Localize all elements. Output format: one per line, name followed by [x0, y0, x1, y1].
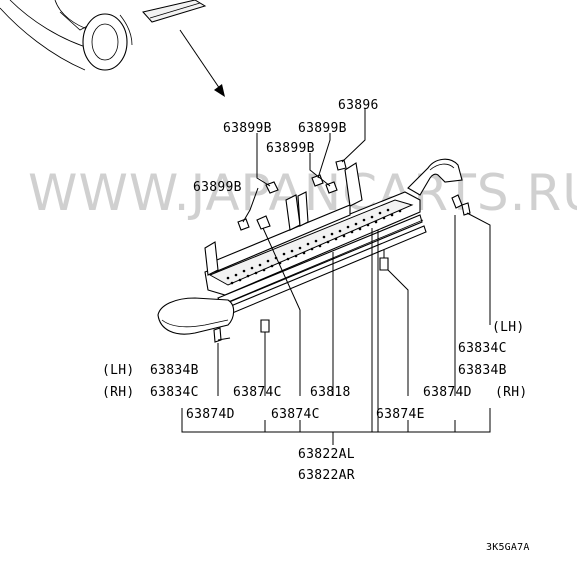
- label-lh-right: (LH): [492, 320, 525, 335]
- label-63874c-a: 63874C: [233, 385, 282, 400]
- label-63899b-d: 63899B: [193, 180, 242, 195]
- label-63874d-right: 63874D: [423, 385, 472, 400]
- label-63822ar: 63822AR: [298, 468, 355, 483]
- label-rh-right: (RH): [495, 385, 528, 400]
- label-63899b-a: 63899B: [223, 121, 272, 136]
- label-63874c-b: 63874C: [271, 407, 320, 422]
- label-63822al: 63822AL: [298, 447, 355, 462]
- label-63874d-left: 63874D: [186, 407, 235, 422]
- label-63899b-b: 63899B: [298, 121, 347, 136]
- label-63834c-left: 63834C: [150, 385, 199, 400]
- label-63834c-right: 63834C: [458, 341, 507, 356]
- label-63874e: 63874E: [376, 407, 425, 422]
- label-rh-left: (RH): [102, 385, 135, 400]
- end-cap-rear: [407, 158, 463, 196]
- direction-arrow: [179, 29, 225, 97]
- fasteners: [213, 159, 471, 343]
- tread-holes: [226, 208, 402, 285]
- label-63899b-c: 63899B: [266, 141, 315, 156]
- label-63834b-right: 63834B: [458, 363, 507, 378]
- label-63818: 63818: [310, 385, 351, 400]
- label-lh-left: (LH): [102, 363, 135, 378]
- leader-lines: [181, 108, 491, 445]
- side-step-assembly: [204, 162, 427, 315]
- end-cap-front: [157, 297, 235, 335]
- vehicle-outline: [0, 0, 207, 71]
- label-63896: 63896: [338, 98, 379, 113]
- diagram-code: 3K5GA7A: [486, 542, 530, 553]
- label-63834b-left: 63834B: [150, 363, 199, 378]
